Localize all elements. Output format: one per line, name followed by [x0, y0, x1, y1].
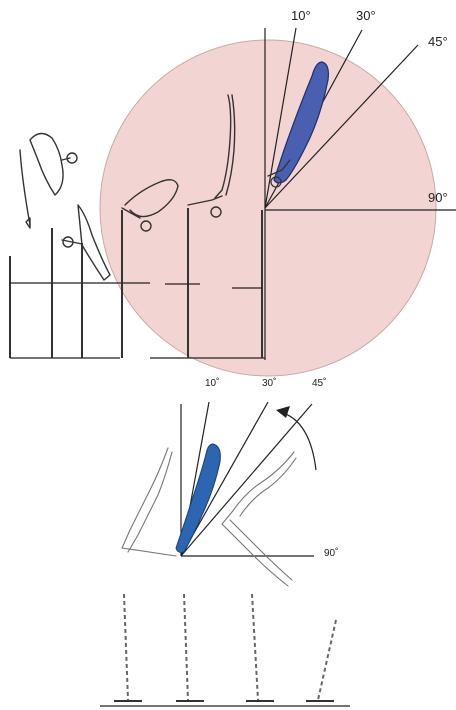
angle-label-30: 30°: [356, 8, 376, 23]
angle-range-circle: [100, 40, 436, 376]
bottom-diagram: 10˚ 30˚ 45˚ 90˚: [100, 377, 350, 706]
angle-label-10: 10°: [291, 8, 311, 23]
b-gymnast-figure-right: [222, 452, 296, 586]
angle-label-b10: 10˚: [205, 377, 219, 389]
angle-label-90: 90°: [428, 190, 448, 205]
b-gymnast-figure-left: [122, 448, 176, 556]
top-diagram: 10° 30° 45° 90°: [10, 8, 456, 376]
gymnast-figure-1: [20, 133, 77, 228]
angle-label-45: 45°: [428, 34, 448, 49]
angle-label-b45: 45˚: [312, 377, 326, 389]
b-bar-post-1: [124, 594, 128, 700]
b-bar-post-3: [252, 594, 258, 700]
angle-label-b30: 30˚: [262, 377, 276, 389]
b-bar-post-4: [318, 620, 336, 700]
b-bar-post-2: [184, 594, 188, 700]
angle-label-b90: 90˚: [324, 547, 338, 559]
